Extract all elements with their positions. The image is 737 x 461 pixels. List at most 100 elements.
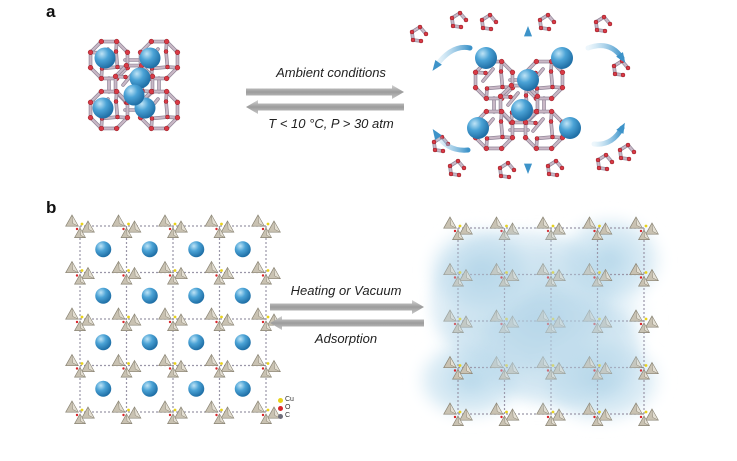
cu-polyhedron-face: [134, 360, 142, 373]
forward-arrow: [246, 85, 404, 99]
framework-bond-highlight: [150, 65, 169, 70]
cu-atom: [173, 315, 177, 319]
cu-polyhedron-face: [211, 261, 219, 274]
cu-polyhedron-face: [118, 214, 126, 227]
oxygen-atom: [458, 24, 464, 30]
cu-polyhedron-face: [465, 222, 473, 235]
cu-polyhedron-face: [457, 229, 465, 241]
framework-bond-highlight: [535, 85, 554, 90]
oxygen-atom: [607, 21, 613, 27]
cu-polyhedron-face: [211, 400, 219, 413]
framework-bond-highlight: [506, 91, 520, 107]
oxygen-atom: [508, 94, 513, 100]
cu-atom: [458, 410, 462, 414]
o-atom: [168, 367, 172, 370]
oxygen-atom: [447, 163, 453, 169]
o-atom: [215, 367, 218, 370]
c-swatch: [278, 413, 283, 419]
oxygen-atom: [174, 115, 181, 121]
cu-atom: [80, 362, 84, 365]
oxygen-atom: [149, 116, 155, 121]
oxygen-atom: [602, 28, 608, 34]
cu-polyhedron-face: [651, 362, 659, 375]
release-arrowhead: [616, 52, 626, 63]
framework-bond-highlight: [499, 120, 504, 139]
o-atom: [546, 229, 550, 233]
cu-polyhedron-face: [635, 309, 643, 322]
oxygen-atom: [596, 165, 602, 171]
o-atom: [215, 413, 218, 417]
cu-atom: [127, 362, 130, 365]
guest-sphere: [123, 84, 145, 106]
oxygen-atom: [498, 119, 504, 124]
cu-polyhedron-face: [265, 413, 273, 425]
cu-polyhedron-face: [134, 267, 142, 280]
oxygen-atom: [537, 17, 543, 23]
o-atom: [215, 274, 218, 277]
framework-bond-highlight: [485, 135, 504, 140]
cu-polyhedron-face: [651, 222, 659, 235]
cu-polyhedron-face: [605, 269, 613, 282]
reverse-arrow: [246, 100, 404, 114]
oxygen-atom: [164, 88, 170, 95]
cu-atom: [266, 362, 270, 365]
oxygen-atom: [611, 63, 617, 69]
oxygen-atom: [479, 17, 485, 23]
cu-polyhedron-face: [87, 360, 95, 373]
framework-bond-highlight: [481, 67, 495, 83]
o-atom: [215, 320, 218, 324]
o-atom: [639, 276, 643, 279]
cu-polyhedron-face: [87, 267, 95, 280]
o-atom: [261, 320, 265, 324]
cu-atom: [598, 224, 601, 228]
oxygen-atom: [498, 173, 504, 179]
cu-polyhedron-face: [257, 261, 265, 274]
cu-polyhedron-face: [635, 263, 643, 276]
oxygen-atom: [98, 75, 104, 82]
cu-polyhedron-face: [504, 415, 511, 427]
guest-sphere: [511, 99, 533, 121]
oxygen-atom: [593, 19, 599, 25]
oxygen-atom: [546, 26, 552, 32]
framework-bond-highlight: [485, 85, 504, 90]
oxygen-atom: [123, 74, 128, 80]
cu-atom: [80, 408, 84, 412]
cu-polyhedron-face: [227, 220, 235, 233]
guest-sphere: [551, 47, 573, 69]
oxygen-atom: [618, 155, 624, 161]
oxygen-atom: [124, 115, 131, 121]
guest-sphere: [188, 334, 205, 351]
oxygen-atom: [559, 165, 565, 171]
cu-polyhedron-face: [126, 227, 133, 239]
cu-polyhedron-face: [172, 320, 180, 332]
cu-atom: [644, 271, 648, 274]
oxygen-atom: [483, 108, 489, 115]
element-legend: Cu O C: [278, 396, 294, 420]
framework-bond-highlight: [499, 70, 504, 89]
oxygen-atom: [601, 14, 607, 20]
cu-polyhedron-face: [79, 227, 87, 239]
oxygen-atom: [545, 163, 551, 169]
cu-polyhedron-face: [219, 320, 226, 332]
framework-bond-highlight: [549, 120, 554, 139]
cu-polyhedron-face: [180, 267, 188, 280]
cu-polyhedron-face: [180, 313, 188, 326]
oxygen-atom: [548, 69, 554, 74]
cu-polyhedron-face: [651, 269, 659, 282]
cu-polyhedron-face: [180, 360, 188, 373]
cu-atom: [644, 410, 648, 414]
guest-sphere: [188, 241, 205, 258]
oxygen-atom: [87, 65, 94, 71]
cu-polyhedron-face: [71, 214, 79, 227]
oxygen-atom: [449, 15, 455, 21]
cu-atom: [458, 364, 462, 367]
o-atom: [168, 227, 172, 231]
oxygen-atom: [480, 25, 486, 31]
oxygen-atom: [609, 159, 615, 165]
forward-condition-b: Heating or Vacuum: [290, 283, 402, 298]
cu-atom: [505, 410, 508, 414]
cu-polyhedron-face: [172, 413, 180, 425]
cu-polyhedron-face: [219, 413, 226, 425]
oxygen-atom: [123, 62, 129, 69]
